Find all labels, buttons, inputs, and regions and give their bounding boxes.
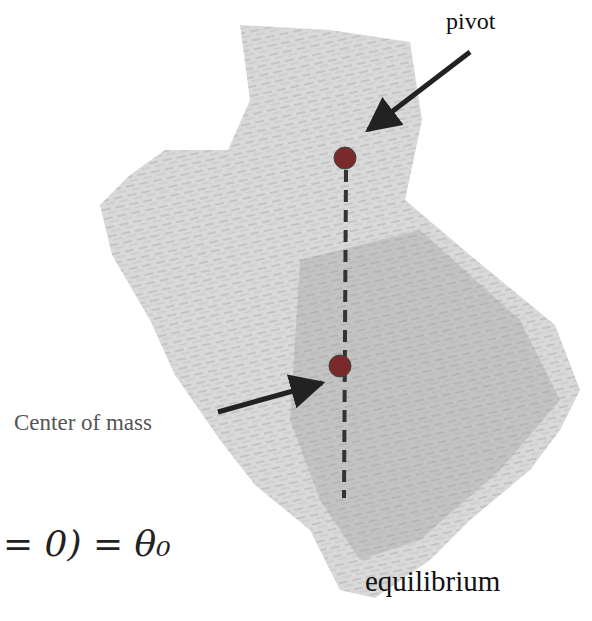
- dashed-vertical: [344, 170, 346, 498]
- handwritten-note: = 0) = θ₀: [3, 524, 171, 564]
- center-of-mass-label: Center of mass: [14, 410, 152, 435]
- center-of-mass-dot: [329, 355, 351, 377]
- rigid-body: [100, 25, 580, 598]
- pivot-label: pivot: [446, 8, 495, 34]
- equilibrium-label: equilibrium: [365, 566, 500, 598]
- darker-region: [290, 230, 560, 560]
- pivot-dot: [334, 147, 356, 169]
- center-of-mass-arrow: [218, 383, 322, 412]
- pivot-arrow: [368, 52, 470, 130]
